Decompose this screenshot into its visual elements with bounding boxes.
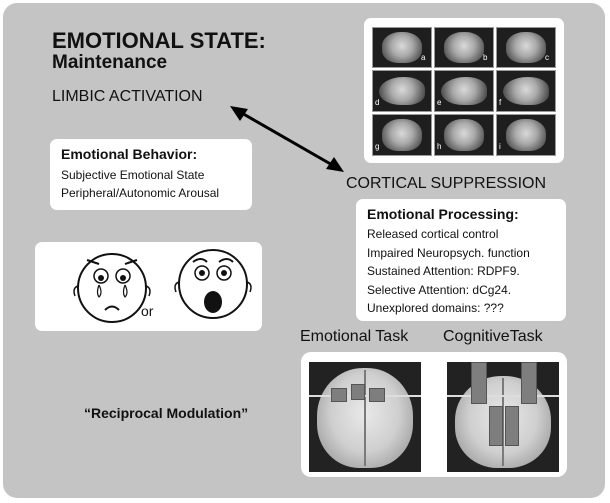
- mri-letter: a: [421, 53, 426, 62]
- mri-letter: g: [375, 142, 380, 151]
- surprised-face-icon: [174, 249, 252, 319]
- cognitive-task-brain-image: [447, 362, 559, 472]
- mri-scan: [372, 27, 432, 68]
- activation-block: [521, 362, 537, 404]
- emotional-behavior-box: Emotional Behavior: Subjective Emotional…: [50, 139, 252, 210]
- emotional-processing-box: Emotional Processing: Released cortical …: [356, 199, 566, 321]
- emotional-processing-line: Sustained Attention: RDPF9.: [367, 264, 520, 278]
- mri-letter: b: [483, 53, 488, 62]
- emotional-task-brain-image: [309, 362, 421, 472]
- crying-face-icon: [73, 253, 151, 323]
- emotional-processing-line: Unexplored domains: ???: [367, 301, 504, 315]
- activation-block: [471, 362, 487, 404]
- activation-block: [369, 388, 385, 402]
- mri-image-panel: a b c d e f g h i: [364, 18, 564, 163]
- emotional-behavior-heading: Emotional Behavior:: [61, 146, 198, 162]
- mri-scan: [496, 70, 556, 112]
- mri-letter: i: [499, 142, 501, 151]
- or-label: or: [141, 303, 154, 319]
- mri-scan: [372, 114, 432, 156]
- activation-block: [489, 406, 503, 446]
- faces-box: or: [35, 242, 262, 331]
- mri-scan: [434, 70, 494, 112]
- emotional-task-label: Emotional Task: [300, 328, 409, 345]
- mri-letter: c: [545, 53, 549, 62]
- title-line2: Maintenance: [52, 52, 168, 73]
- emotional-behavior-line: Subjective Emotional State: [61, 168, 205, 182]
- reciprocal-modulation-label: “Reciprocal Modulation”: [84, 405, 249, 421]
- activation-block: [505, 406, 519, 446]
- mri-letter: h: [437, 142, 442, 151]
- mri-scan: [434, 114, 494, 156]
- emotional-processing-line: Released cortical control: [367, 227, 499, 241]
- mri-letter: d: [375, 98, 380, 107]
- cortical-suppression-label: CORTICAL SUPPRESSION: [346, 175, 547, 192]
- mri-scan: [372, 70, 432, 112]
- activation-block: [331, 388, 347, 402]
- title-line1: EMOTIONAL STATE:: [52, 28, 266, 53]
- cognitive-task-label: CognitiveTask: [443, 328, 543, 345]
- limbic-activation-label: LIMBIC ACTIVATION: [52, 88, 203, 105]
- mri-letter: e: [437, 98, 442, 107]
- mri-scan: [434, 27, 494, 68]
- mri-scan: [496, 114, 556, 156]
- emotional-processing-line: Impaired Neuropsych. function: [367, 245, 530, 260]
- emotional-behavior-line: Peripheral/Autonomic Arousal: [61, 186, 220, 200]
- activation-block: [351, 384, 365, 400]
- mri-scan: [496, 27, 556, 68]
- mri-letter: f: [499, 98, 502, 107]
- brain-images-box: [301, 352, 567, 477]
- emotional-processing-heading: Emotional Processing:: [367, 206, 519, 222]
- faces-illustration: or: [73, 249, 252, 323]
- emotional-processing-line: Selective Attention: dCg24.: [367, 282, 512, 297]
